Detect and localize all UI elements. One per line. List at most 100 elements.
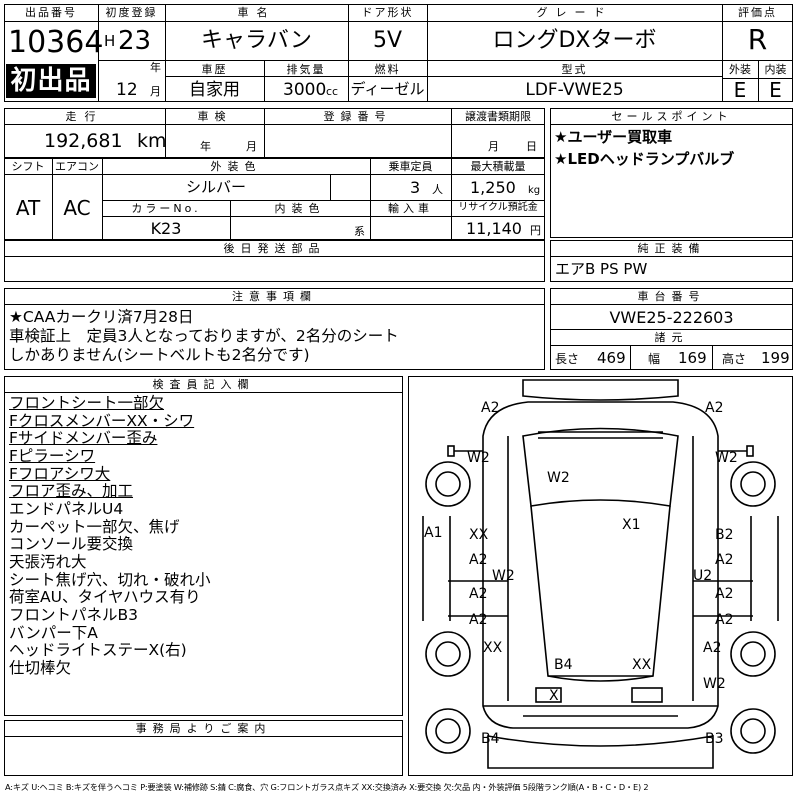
width-label: 幅	[648, 352, 661, 366]
inspector-line-14: バンパー下A	[9, 624, 98, 642]
inspector-line-9: コンソール要交換	[9, 535, 134, 553]
damage-label: B4	[481, 731, 500, 747]
note-line-2: 車検証上 定員3人となっておりますが、2名分のシート	[9, 327, 399, 345]
color-no: K23	[150, 219, 182, 238]
damage-label: A2	[705, 400, 724, 416]
displacement: 3000	[283, 80, 327, 100]
notes-box	[4, 288, 545, 370]
length: 469	[597, 349, 626, 367]
first-reg-month: 12	[116, 80, 138, 100]
damage-label: A1	[424, 525, 443, 541]
damage-label: XX	[469, 527, 489, 543]
lot-label: 出品番号	[25, 6, 77, 19]
damage-label: W2	[703, 676, 726, 692]
std-equipment-box	[550, 240, 793, 282]
ac-label: エアコン	[55, 160, 99, 173]
year-unit: 年	[150, 61, 161, 74]
later-parts-label: 後日発送部品	[223, 242, 326, 255]
damage-label: A2	[481, 400, 500, 416]
inspector-line-10: 天張汚れ大	[9, 553, 87, 571]
sales-point-1: ★ユーザー買取車	[554, 128, 673, 146]
length-label: 長さ	[555, 352, 580, 366]
inspection-label: 車検	[197, 110, 232, 123]
mileage-unit: km	[137, 130, 167, 152]
shift: AT	[15, 196, 41, 220]
damage-label: U2	[693, 568, 713, 584]
history: 自家用	[189, 80, 240, 100]
ext-color: シルバー	[185, 178, 246, 196]
inspector-line-5: Fフロアシワ大	[9, 465, 111, 483]
spec-table	[4, 158, 545, 240]
first-reg-year: 23	[118, 26, 152, 56]
inspector-line-11: シート焦げ穴、切れ・破れ小	[9, 571, 211, 589]
chassis-label: 車台番号	[637, 290, 706, 303]
office-label: 事務局よりご案内	[135, 722, 272, 735]
exterior-grade: E	[733, 78, 747, 102]
car-name-label: 車名	[237, 6, 276, 19]
inspector-line-2: FクロスメンバーXX・シワ	[9, 412, 195, 430]
mileage-label: 走行	[65, 110, 104, 123]
inspector-line-15: ヘッドライトステーX(右)	[9, 641, 187, 659]
import-label: 輸入車	[388, 202, 433, 215]
inspector-box	[4, 376, 403, 716]
inspector-line-7: エンドパネルU4	[9, 500, 124, 518]
first-reg-era: H	[104, 32, 116, 50]
mileage: 192,681	[44, 130, 123, 152]
color-no-label: カラーNo.	[131, 202, 201, 215]
damage-label: B3	[705, 731, 724, 747]
damage-label: X	[549, 688, 559, 704]
inspector-line-8: カーペット一部欠、焦げ	[9, 518, 180, 536]
damage-label: W2	[547, 470, 570, 486]
capacity-label: 乗車定員	[388, 160, 433, 173]
shift-label: シフト	[11, 160, 45, 173]
damage-label: A2	[469, 552, 488, 568]
grade: ロングDXターボ	[492, 28, 657, 53]
inspector-line-6: フロア歪み、加工	[9, 482, 134, 500]
inspector-line-12: 荷室AU、タイヤハウス有り	[9, 588, 201, 606]
width: 169	[678, 349, 707, 367]
damage-label: B2	[715, 527, 734, 543]
height-label: 高さ	[722, 352, 747, 366]
fuel-label: 燃料	[374, 63, 401, 76]
damage-label: A2	[703, 640, 722, 656]
ext-color-label: 外装色	[210, 160, 262, 173]
first-listing-badge: 初出品	[6, 64, 96, 98]
car-name: キャラバン	[201, 28, 312, 53]
legend: A:キズ U:ヘコミ B:キズを伴うヘコミ P:要塗装 W:補修跡 S:錆 C:…	[5, 782, 649, 792]
score-label: 評価点	[738, 6, 777, 19]
damage-diagram-box	[408, 376, 793, 776]
grade-label: グレード	[536, 6, 613, 19]
damage-label: W2	[715, 450, 738, 466]
office-box	[4, 720, 403, 776]
damage-label: W2	[492, 568, 515, 584]
specs-label: 諸元	[654, 331, 689, 344]
inspector-line-4: Fピラーシワ	[9, 447, 96, 465]
recycle-deposit: 11,140	[466, 219, 522, 238]
sales-point-label: セールスポイント	[611, 110, 732, 123]
sales-point-2: ★LEDヘッドランプバルブ	[554, 150, 735, 168]
inspection-year-unit: 年	[200, 140, 211, 153]
door-type: 5V	[372, 28, 403, 53]
damage-label: A2	[469, 586, 488, 602]
model-label: 型式	[561, 63, 588, 76]
chassis-number: VWE25-222603	[609, 308, 734, 327]
capacity-unit: 人	[432, 183, 443, 196]
car-diagram	[422, 379, 779, 769]
reg-number-label: 登録番号	[323, 110, 392, 123]
sales-point-box	[550, 108, 793, 238]
header-table	[4, 4, 793, 102]
inspection-month-unit: 月	[246, 140, 257, 153]
damage-label: A2	[715, 552, 734, 568]
damage-label: W2	[467, 450, 490, 466]
lot-number: 10364	[8, 25, 104, 60]
interior-label: 内装	[764, 63, 787, 76]
first-reg-label: 初度登録	[105, 6, 158, 19]
deadline-month-unit: 月	[488, 140, 499, 153]
deadline-label: 譲渡書類期限	[465, 110, 531, 123]
later-parts-box	[4, 240, 545, 282]
displacement-label: 排気量	[286, 63, 326, 76]
damage-label: XX	[483, 640, 503, 656]
interior-grade: E	[769, 78, 782, 102]
inspector-line-1: フロントシート一部欠	[9, 394, 165, 412]
damage-label: A2	[715, 612, 734, 628]
